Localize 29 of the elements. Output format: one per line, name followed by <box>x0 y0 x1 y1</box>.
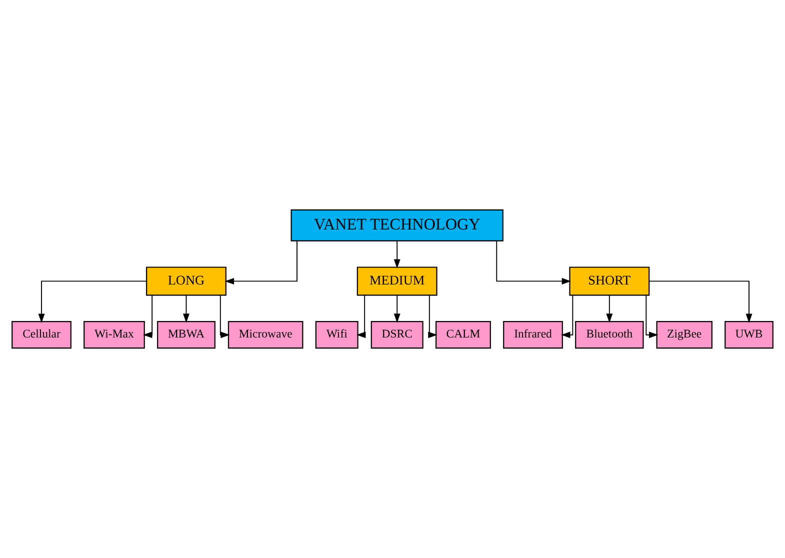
node-box: Cellular <box>12 321 72 349</box>
node-box: Wifi <box>315 321 358 349</box>
arrow <box>646 294 658 338</box>
arrow <box>561 294 574 338</box>
arrow <box>356 294 366 338</box>
node-box: MEDIUM <box>356 266 438 296</box>
arrow <box>606 294 613 323</box>
node-box: ZigBee <box>656 321 712 349</box>
node-box: VANET TECHNOLOGY <box>290 209 504 242</box>
node-box: UWB <box>724 321 774 349</box>
arrow <box>183 294 190 323</box>
node-box: SHORT <box>569 266 650 296</box>
node-box: MBWA <box>157 321 216 349</box>
arrow <box>224 240 298 284</box>
arrow <box>220 294 230 338</box>
arrow <box>648 280 752 324</box>
node-box: Infrared <box>503 321 563 349</box>
arrow <box>38 280 147 324</box>
arrow <box>428 294 438 338</box>
arrow <box>394 294 400 323</box>
node-box: CALM <box>435 321 491 349</box>
node-box: Microwave <box>228 321 304 349</box>
node-box: LONG <box>146 266 226 296</box>
arrow <box>496 240 572 284</box>
node-box: DSRC <box>370 321 424 349</box>
node-box: Bluetooth <box>575 321 644 349</box>
node-box: Wi-Max <box>84 321 145 349</box>
arrow <box>394 240 400 269</box>
arrow <box>142 294 153 338</box>
